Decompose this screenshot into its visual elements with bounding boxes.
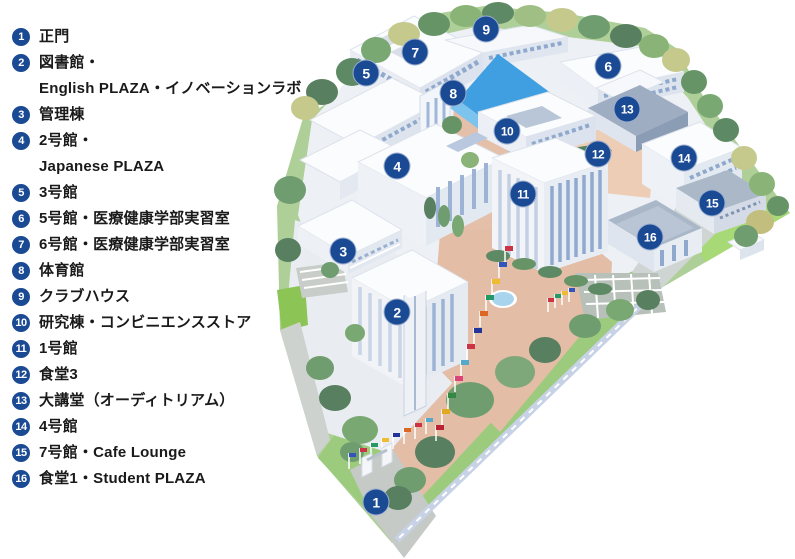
legend-item-9: 9 クラブハウス: [12, 284, 322, 310]
legend-number-badge: 8: [12, 262, 30, 280]
map-marker-2: 2: [383, 298, 411, 326]
legend-number-badge: 11: [12, 340, 30, 358]
trees: [274, 2, 789, 510]
map-marker-12: 12: [584, 140, 612, 168]
boundary-fence: [394, 289, 657, 543]
map-marker-13: 13: [613, 95, 641, 123]
pond: [489, 290, 517, 308]
legend-label: 4号館: [39, 418, 78, 435]
legend-label: 6号館・医療健康学部実習室: [39, 236, 230, 253]
legend-label: 7号館・Cafe Lounge: [39, 444, 187, 461]
legend-number-badge: 10: [12, 314, 30, 332]
legend-label: 管理棟: [39, 106, 85, 123]
building-11: [491, 137, 609, 273]
legend-item-16: 16 食堂1・Student PLAZA: [12, 466, 322, 492]
legend-label: 5号館・医療健康学部実習室: [39, 210, 230, 227]
legend-number-badge: 1: [12, 28, 30, 46]
map-marker-3: 3: [329, 237, 357, 265]
legend-item-7: 7 6号館・医療健康学部実習室: [12, 232, 322, 258]
map-marker-11: 11: [509, 180, 537, 208]
legend-number-badge: 7: [12, 236, 30, 254]
map-marker-9: 9: [472, 15, 500, 43]
legend-list: 1 正門 2 図書館・English PLAZA・イノベーションラボ 3 管理棟 4 2号館・…: [12, 24, 322, 492]
legend-label: 体育館: [39, 262, 85, 279]
legend-number-badge: 13: [12, 392, 30, 410]
legend-item-5: 5 3号館: [12, 180, 322, 206]
legend-number-badge: 16: [12, 470, 30, 488]
legend-number-badge: 14: [12, 418, 30, 436]
map-marker-6: 6: [594, 52, 622, 80]
legend-label: 正門: [39, 28, 70, 45]
legend-label: 食堂3: [39, 366, 78, 383]
legend-label: 研究棟・コンビニエンスストア: [39, 314, 252, 331]
legend-label: 大講堂（オーディトリアム）: [39, 392, 235, 409]
legend-item-14: 14 4号館: [12, 414, 322, 440]
legend-number-badge: 12: [12, 366, 30, 384]
legend-number-badge: 15: [12, 444, 30, 462]
legend-item-6: 6 5号館・医療健康学部実習室: [12, 206, 322, 232]
legend-item-4: 4 2号館・Japanese PLAZA: [12, 128, 322, 180]
legend-item-10: 10 研究棟・コンビニエンスストア: [12, 310, 322, 336]
map-marker-4: 4: [383, 152, 411, 180]
legend-label: 1号館: [39, 340, 78, 357]
legend-item-1: 1 正門: [12, 24, 322, 50]
map-marker-16: 16: [636, 223, 664, 251]
map-marker-10: 10: [493, 117, 521, 145]
building-2-library: [351, 249, 469, 417]
legend-number-badge: 3: [12, 106, 30, 124]
map-marker-8: 8: [439, 79, 467, 107]
legend-item-2: 2 図書館・English PLAZA・イノベーションラボ: [12, 50, 322, 102]
legend-number-badge: 9: [12, 288, 30, 306]
legend-item-3: 3 管理棟: [12, 102, 322, 128]
legend-item-11: 11 1号館: [12, 336, 322, 362]
legend-label: 食堂1・Student PLAZA: [39, 470, 206, 487]
legend-number-badge: 6: [12, 210, 30, 228]
map-marker-1: 1: [362, 488, 390, 516]
legend-number-badge: 5: [12, 184, 30, 202]
legend-number-badge: 4: [12, 132, 30, 150]
map-marker-15: 15: [698, 189, 726, 217]
legend: 1 正門 2 図書館・English PLAZA・イノベーションラボ 3 管理棟 4 2号館・…: [12, 24, 322, 492]
legend-label: 3号館: [39, 184, 78, 201]
legend-item-12: 12 食堂3: [12, 362, 322, 388]
flag-row-parking: [547, 288, 575, 312]
flag-row-plaza: [435, 246, 513, 441]
legend-label: 図書館・English PLAZA・イノベーションラボ: [39, 54, 302, 97]
map-marker-7: 7: [401, 38, 429, 66]
legend-item-8: 8 体育館: [12, 258, 322, 284]
legend-label: 2号館・Japanese PLAZA: [39, 132, 165, 175]
legend-item-15: 15 7号館・Cafe Lounge: [12, 440, 322, 466]
legend-label: クラブハウス: [39, 288, 131, 305]
legend-number-badge: 2: [12, 54, 30, 72]
legend-item-13: 13 大講堂（オーディトリアム）: [12, 388, 322, 414]
flag-row-gate: [348, 418, 433, 469]
map-marker-5: 5: [352, 59, 380, 87]
map-marker-14: 14: [670, 144, 698, 172]
main-gate: [361, 442, 393, 478]
